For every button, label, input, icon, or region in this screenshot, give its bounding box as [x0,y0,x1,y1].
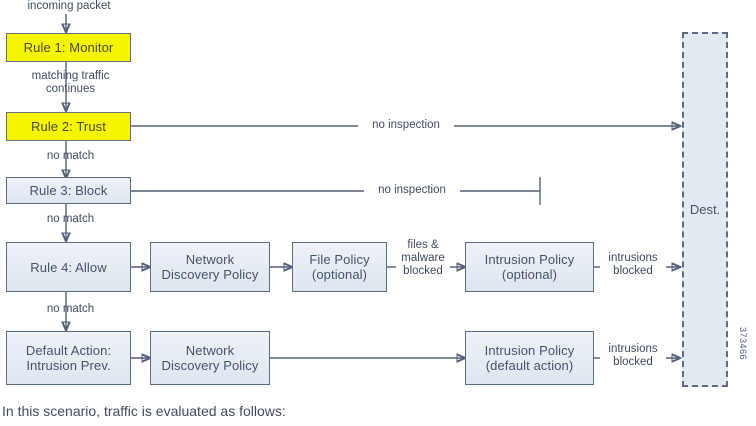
edge-label-no-match-3: no match [46,303,95,315]
edge-label-intrusions-blocked-bottom-line1: intrusions [608,343,658,355]
node-default-action-line1: Default Action: [25,343,112,358]
edge-label-no-inspection-block: no inspection [364,184,460,197]
node-network-discovery-top-line1: Network [185,252,235,267]
node-network-discovery-bottom-line2: Discovery Policy [161,358,259,373]
edge-label-files-malware-line1: files & [407,239,439,251]
node-file-policy-line1: File Policy [309,252,370,267]
node-network-discovery-top-line2: Discovery Policy [161,267,259,282]
node-file-policy[interactable]: File Policy (optional) [292,242,387,292]
node-intrusion-default-line2: (default action) [485,358,574,373]
incoming-packet-label: incoming packet [27,0,111,12]
edge-label-matching-traffic-line2: continues [45,83,96,95]
edge-label-files-malware-line3: blocked [403,265,443,277]
node-rule-1-monitor[interactable]: Rule 1: Monitor [6,33,131,62]
node-intrusion-optional-line2: (optional) [501,267,558,282]
node-rule-4-allow[interactable]: Rule 4: Allow [6,242,131,292]
figure-number: 373466 [738,327,748,361]
diagram-caption: In this scenario, traffic is evaluated a… [2,403,286,419]
edge-label-intrusions-blocked-top-line2: blocked [613,265,653,277]
node-rule-4-label: Rule 4: Allow [30,259,107,275]
edge-label-files-malware-line2: malware [401,252,445,264]
node-rule-3-block[interactable]: Rule 3: Block [6,177,131,204]
node-intrusion-default-line1: Intrusion Policy [484,343,575,358]
edge-label-no-match-1: no match [46,150,95,162]
node-rule-3-label: Rule 3: Block [29,183,108,198]
edge-label-matching-traffic-line1: matching traffic [31,70,110,82]
node-destination[interactable]: Dest. [682,32,728,387]
edge-label-intrusions-blocked-bottom-line2: blocked [613,356,653,368]
edge-label-intrusions-blocked-top-line1: intrusions [608,252,658,264]
node-default-action[interactable]: Default Action: Intrusion Prev. [6,331,131,385]
node-network-discovery-policy-bottom[interactable]: Network Discovery Policy [150,331,270,385]
edge-label-no-inspection-trust: no inspection [358,119,454,132]
node-rule-2-trust[interactable]: Rule 2: Trust [6,112,131,141]
node-destination-label: Dest. [689,202,721,217]
node-rule-2-label: Rule 2: Trust [31,119,106,134]
node-rule-1-label: Rule 1: Monitor [23,40,114,55]
node-network-discovery-policy-top[interactable]: Network Discovery Policy [150,242,270,292]
node-network-discovery-bottom-line1: Network [185,343,235,358]
node-intrusion-policy-default-action[interactable]: Intrusion Policy (default action) [465,331,594,385]
edge-label-no-match-2: no match [46,213,95,225]
node-default-action-line2: Intrusion Prev. [26,358,111,373]
node-intrusion-policy-optional[interactable]: Intrusion Policy (optional) [465,242,594,292]
node-file-policy-line2: (optional) [311,267,368,282]
node-intrusion-optional-line1: Intrusion Policy [484,252,575,267]
